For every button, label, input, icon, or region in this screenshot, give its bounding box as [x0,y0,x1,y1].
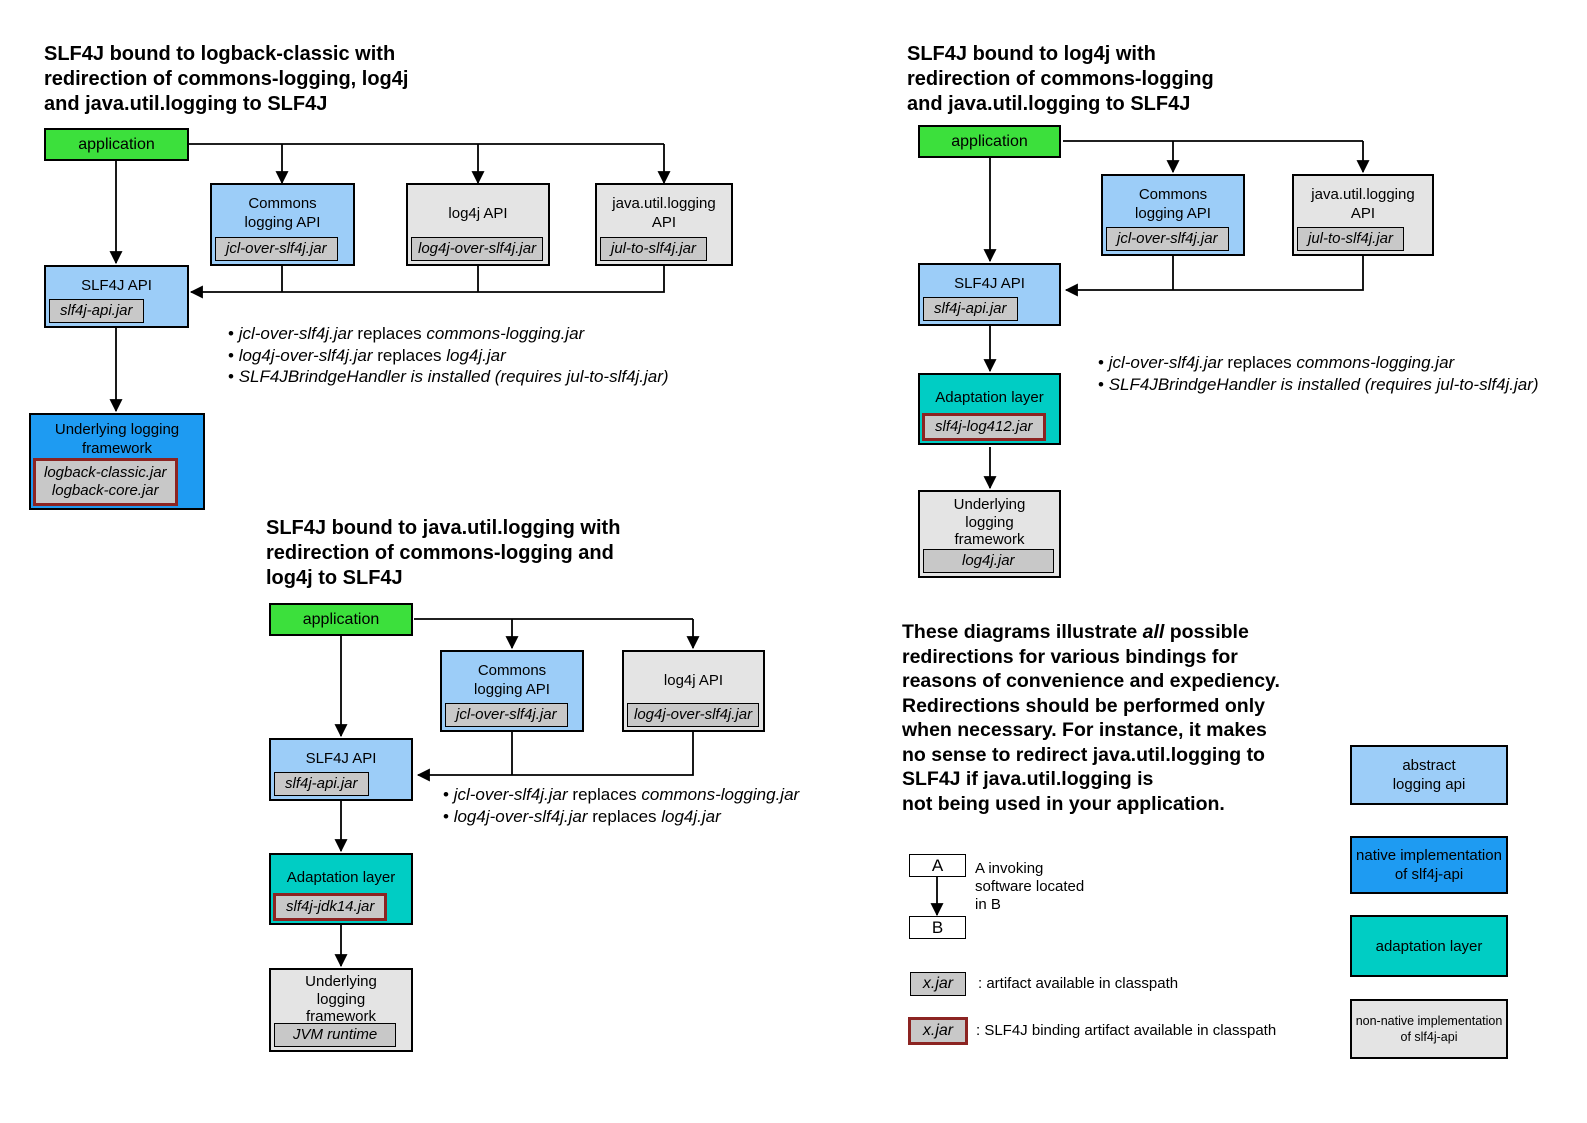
d2-adaptation-label: Adaptation layer [935,389,1044,406]
bullet-line: • SLF4JBrindgeHandler is installed (requ… [1098,374,1539,394]
d2-commons-logging-api-box: Commons logging API jcl-over-slf4j.jar [1101,174,1245,256]
d3-arrow-apis-to-slf4j [416,732,694,782]
d1-underlying-label: Underlying logging [54,421,180,438]
legend-a-box: A [909,854,966,877]
note-line: These diagrams illustrate all possible [902,621,1249,643]
d2-title: SLF4J bound to log4j with redirection of… [907,43,1214,115]
note-line: not being used in your application. [902,792,1225,815]
d2-jul-label: java.util.logging [1311,186,1415,203]
d3-adaptation-label: Adaptation layer [286,869,396,886]
d1-slf4j-api-jar-tag: slf4j-api.jar [49,299,144,323]
note-line: Redirections should be performed only [902,694,1265,717]
d2-jul-api-box: java.util.logging API jul-to-slf4j.jar [1292,174,1434,256]
note-line: no sense to redirect java.util.logging t… [902,743,1265,766]
d3-bullets: • jcl-over-slf4j.jar replaces commons-lo… [443,784,799,827]
d3-commons-logging-api-box: Commons logging API jcl-over-slf4j.jar [440,650,584,732]
d3-slf4j-jdk14-jar-tag: slf4j-jdk14.jar [273,893,388,921]
d1-log4j-over-slf4j-jar-tag: log4j-over-slf4j.jar [411,237,544,261]
d3-title: SLF4J bound to java.util.logging with re… [266,517,621,589]
legend-b-box: B [909,916,966,939]
bullet-line: • jcl-over-slf4j.jar replaces commons-lo… [1098,353,1455,372]
d1-application-box: application [44,128,189,161]
d2-underlying-framework-box: Underlying logging framework log4j.jar [918,490,1061,578]
bullet-line: • log4j-over-slf4j.jar replaces log4j.ja… [443,806,721,826]
d1-slf4j-label: SLF4J API [81,277,152,294]
legend-native-implementation: native implementation of slf4j-api [1350,836,1508,894]
d3-log4j-label: log4j API [663,672,724,689]
d3-slf4j-api-jar-tag: slf4j-api.jar [274,772,369,796]
d2-arrow-apis-to-slf4j [1064,256,1364,297]
d1-logback-jars-tag: logback-classic.jar logback-core.jar [33,458,178,506]
d2-jul-to-slf4j-jar-tag: jul-to-slf4j.jar [1297,227,1405,251]
legend-binding-description: : SLF4J binding artifact available in cl… [976,1022,1277,1039]
d2-adaptation-layer-box: Adaptation layer slf4j-log412.jar [918,373,1061,445]
note-paragraph: These diagrams illustrate all possible r… [902,620,1280,816]
legend-adaptation-layer: adaptation layer [1350,915,1508,977]
d2-jcl-over-slf4j-jar-tag: jcl-over-slf4j.jar [1106,227,1229,251]
d3-application-label: application [302,611,380,628]
bullet-line: • jcl-over-slf4j.jar replaces commons-lo… [443,785,800,804]
bullet-line: • jcl-over-slf4j.jar replaces commons-lo… [228,324,585,343]
d3-application-box: application [269,603,413,636]
d3-commons-label: Commons [477,662,547,679]
d2-slf4j-api-box: SLF4J API slf4j-api.jar [918,263,1061,326]
note-line: redirections for various bindings for [902,645,1238,668]
d2-bullets: • jcl-over-slf4j.jar replaces commons-lo… [1098,352,1539,395]
d1-underlying-framework-box: Underlying logging framework logback-cla… [29,413,205,510]
d1-log4j-api-box: log4j API log4j-over-slf4j.jar [406,183,550,266]
d2-log4j-jar-tag: log4j.jar [923,549,1054,573]
note-line: when necessary. For instance, it makes [902,719,1267,741]
note-line: reasons of convenience and expediency. [902,670,1280,692]
d1-title: SLF4J bound to logback-classic with redi… [44,43,409,115]
d2-slf4j-log412-jar-tag: slf4j-log412.jar [922,413,1046,441]
d2-slf4j-label: SLF4J API [954,275,1025,292]
d1-jul-api-box: java.util.logging API jul-to-slf4j.jar [595,183,733,266]
d1-slf4j-api-box: SLF4J API slf4j-api.jar [44,265,189,328]
legend-artifact-description: : artifact available in classpath [978,975,1179,992]
legend-artifact-tag: x.jar [910,972,966,996]
legend-non-native-implementation: non-native implementation of slf4j-api [1350,999,1508,1059]
legend-binding-artifact-tag: x.jar [908,1017,968,1045]
d2-application-box: application [918,125,1061,158]
d1-jcl-over-slf4j-jar-tag: jcl-over-slf4j.jar [215,237,338,261]
d1-commons-label: Commons [248,195,317,212]
d1-commons-logging-api-box: Commons logging API jcl-over-slf4j.jar [210,183,355,266]
d2-application-label: application [951,133,1028,150]
legend-ab-description: A invoking software located in B [975,860,1085,913]
d3-adaptation-layer-box: Adaptation layer slf4j-jdk14.jar [269,853,413,925]
bullet-line: • log4j-over-slf4j.jar replaces log4j.ja… [228,345,506,365]
d3-jcl-over-slf4j-jar-tag: jcl-over-slf4j.jar [445,703,568,727]
d2-underlying-label: Underlying [953,496,1026,513]
d1-jul-label: java.util.logging [612,195,716,212]
d2-slf4j-api-jar-tag: slf4j-api.jar [923,297,1018,321]
d1-bullets: • jcl-over-slf4j.jar replaces commons-lo… [228,323,669,388]
d1-log4j-label: log4j API [448,205,508,222]
d3-log4j-over-slf4j-jar-tag: log4j-over-slf4j.jar [627,703,760,727]
d3-slf4j-label: SLF4J API [305,750,377,767]
d3-slf4j-api-box: SLF4J API slf4j-api.jar [269,738,413,801]
d3-underlying-label: Underlying [305,973,377,990]
d1-arrow-apis-to-slf4j [189,265,665,299]
d3-jvm-runtime-tag: JVM runtime [274,1023,397,1047]
d1-jul-to-slf4j-jar-tag: jul-to-slf4j.jar [600,237,708,261]
d3-log4j-api-box: log4j API log4j-over-slf4j.jar [622,650,765,732]
d1-application-label: application [78,136,155,153]
d2-commons-label: Commons [1138,186,1208,203]
d3-underlying-framework-box: Underlying logging framework JVM runtime [269,968,413,1052]
note-line: SLF4J if java.util.logging is [902,768,1154,790]
legend-abstract-logging-api: abstract logging api [1350,745,1508,805]
bullet-line: • SLF4JBrindgeHandler is installed (requ… [228,367,669,386]
